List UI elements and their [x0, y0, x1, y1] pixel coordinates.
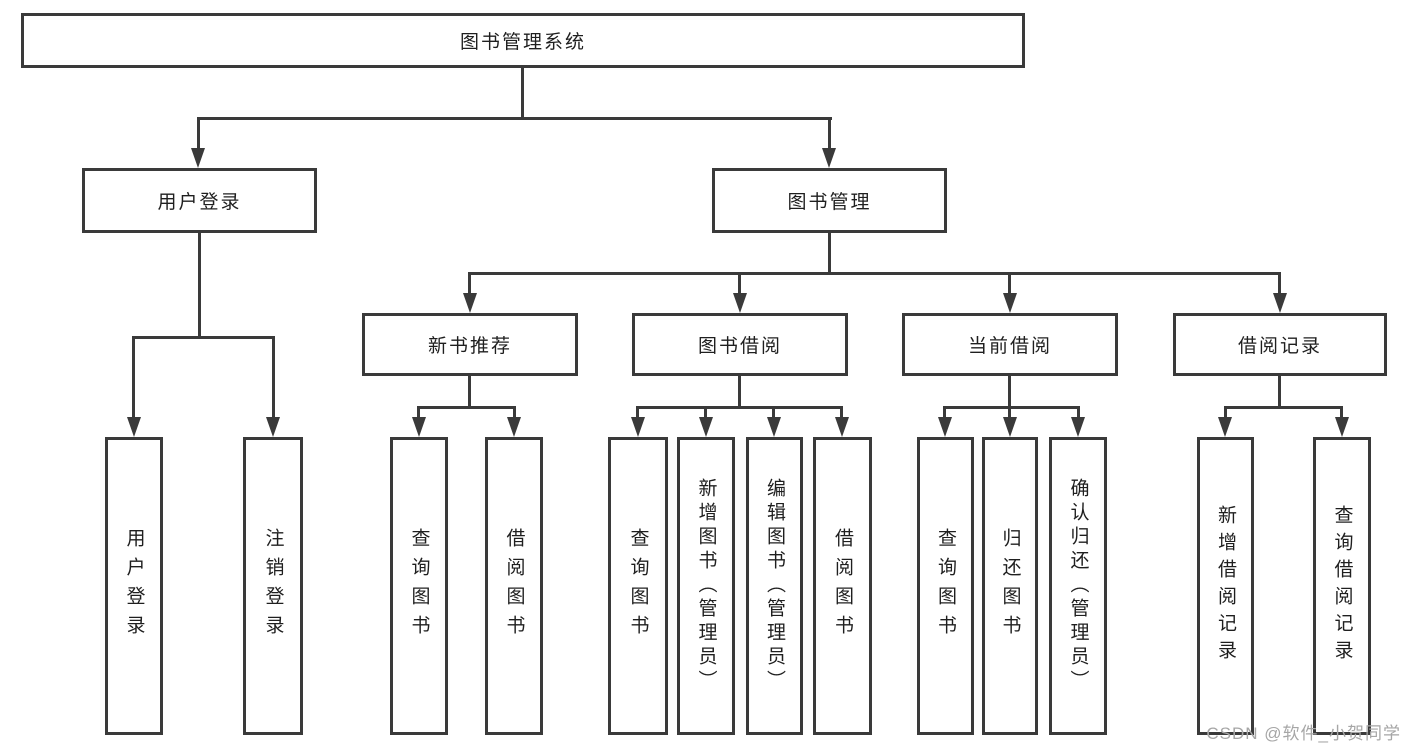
node-cb-return: 归还图书 [982, 437, 1038, 735]
node-cb-return-label: 归还图书 [999, 528, 1021, 644]
node-bb-add-label: 新增图书（管理员） [695, 478, 717, 694]
connector-user-login-stem [198, 233, 201, 336]
node-cb-confirm: 确认归还（管理员） [1049, 437, 1107, 735]
node-bb-edit: 编辑图书（管理员） [746, 437, 803, 735]
connector-drop-book-mgmt [828, 117, 831, 151]
arrowhead-cb-query [938, 417, 952, 437]
connector-drop-cb-query [943, 406, 946, 419]
node-bb-query: 查询图书 [608, 437, 668, 735]
connector-drop-book-borrow [738, 272, 741, 296]
connector-drop-bb-edit [772, 406, 775, 419]
node-br-query-label: 查询借阅记录 [1331, 505, 1353, 667]
connector-current-borrow-stem [1008, 376, 1011, 406]
node-bb-borrow-label: 借阅图书 [832, 528, 853, 644]
connector-drop-bb-borrow [840, 406, 843, 419]
node-br-query: 查询借阅记录 [1313, 437, 1371, 735]
connector-drop-ul-login [132, 336, 135, 418]
arrowhead-user-login [191, 148, 205, 168]
node-new-book: 新书推荐 [362, 313, 578, 376]
node-ul-login-label: 用户登录 [123, 528, 145, 644]
connector-root-stem [521, 68, 524, 117]
arrowhead-nb-borrow [507, 417, 521, 437]
arrowhead-bb-borrow [835, 417, 849, 437]
connector-drop-nb-borrow [513, 406, 516, 419]
node-nb-borrow-label: 借阅图书 [503, 528, 525, 644]
node-cb-query-label: 查询图书 [935, 528, 956, 644]
connector-drop-br-query [1340, 406, 1343, 419]
connector-user-login-crossbar [132, 336, 275, 339]
arrowhead-borrow-record [1273, 293, 1287, 313]
node-current-borrow-label: 当前借阅 [967, 336, 1052, 357]
node-ul-login: 用户登录 [105, 437, 163, 735]
node-book-borrow: 图书借阅 [632, 313, 848, 376]
node-cb-confirm-label: 确认归还（管理员） [1067, 478, 1089, 694]
node-cb-query: 查询图书 [917, 437, 974, 735]
connector-drop-cb-return [1008, 406, 1011, 419]
arrowhead-book-mgmt [822, 148, 836, 168]
connector-book-mgmt-crossbar [468, 272, 1281, 275]
node-book-borrow-label: 图书借阅 [697, 336, 782, 357]
connector-drop-ul-logout [272, 336, 275, 418]
arrowhead-bb-query [631, 417, 645, 437]
arrowhead-nb-query [412, 417, 426, 437]
connector-current-borrow-crossbar [943, 406, 1080, 409]
node-bb-add: 新增图书（管理员） [677, 437, 735, 735]
arrowhead-current-borrow [1003, 293, 1017, 313]
node-nb-query-label: 查询图书 [408, 528, 430, 644]
node-new-book-label: 新书推荐 [427, 336, 512, 357]
connector-book-mgmt-stem [828, 233, 831, 272]
arrowhead-br-add [1218, 417, 1232, 437]
arrowhead-book-borrow [733, 293, 747, 313]
connector-drop-cb-confirm [1077, 406, 1080, 419]
node-root: 图书管理系统 [21, 13, 1025, 68]
node-nb-query: 查询图书 [390, 437, 448, 735]
arrowhead-cb-return [1003, 417, 1017, 437]
connector-drop-user-login [197, 117, 200, 151]
node-current-borrow: 当前借阅 [902, 313, 1118, 376]
node-ul-logout-label: 注销登录 [262, 528, 284, 644]
node-bb-borrow: 借阅图书 [813, 437, 872, 735]
arrowhead-cb-confirm [1071, 417, 1085, 437]
node-borrow-record: 借阅记录 [1173, 313, 1387, 376]
node-book-mgmt: 图书管理 [712, 168, 947, 233]
node-bb-edit-label: 编辑图书（管理员） [764, 478, 785, 694]
node-nb-borrow: 借阅图书 [485, 437, 543, 735]
node-ul-logout: 注销登录 [243, 437, 303, 735]
arrowhead-br-query [1335, 417, 1349, 437]
connector-book-borrow-stem [738, 376, 741, 406]
node-root-label: 图书管理系统 [459, 32, 586, 53]
arrowhead-new-book [463, 293, 477, 313]
connector-drop-br-add [1224, 406, 1227, 419]
connector-borrow-record-crossbar [1224, 406, 1343, 409]
arrowhead-ul-logout [266, 417, 280, 437]
node-user-login-label: 用户登录 [157, 192, 242, 213]
connector-drop-new-book [468, 272, 471, 296]
connector-new-book-stem [468, 376, 471, 406]
node-book-mgmt-label: 图书管理 [787, 192, 872, 213]
connector-book-borrow-crossbar [636, 406, 843, 409]
arrowhead-ul-login [127, 417, 141, 437]
node-br-add: 新增借阅记录 [1197, 437, 1254, 735]
connector-drop-current-borrow [1008, 272, 1011, 296]
node-br-add-label: 新增借阅记录 [1215, 505, 1236, 667]
node-bb-query-label: 查询图书 [627, 528, 649, 644]
node-borrow-record-label: 借阅记录 [1237, 336, 1322, 357]
connector-drop-nb-query [417, 406, 420, 419]
arrowhead-bb-edit [767, 417, 781, 437]
connector-borrow-record-stem [1278, 376, 1281, 406]
connector-drop-bb-add [704, 406, 707, 419]
connector-new-book-crossbar [417, 406, 516, 409]
connector-drop-borrow-record [1278, 272, 1281, 296]
connector-root-crossbar [197, 117, 832, 120]
arrowhead-bb-add [699, 417, 713, 437]
connector-drop-bb-query [636, 406, 639, 419]
watermark-text: CSDN @软件_小贺同学 [1206, 724, 1401, 743]
node-user-login: 用户登录 [82, 168, 317, 233]
